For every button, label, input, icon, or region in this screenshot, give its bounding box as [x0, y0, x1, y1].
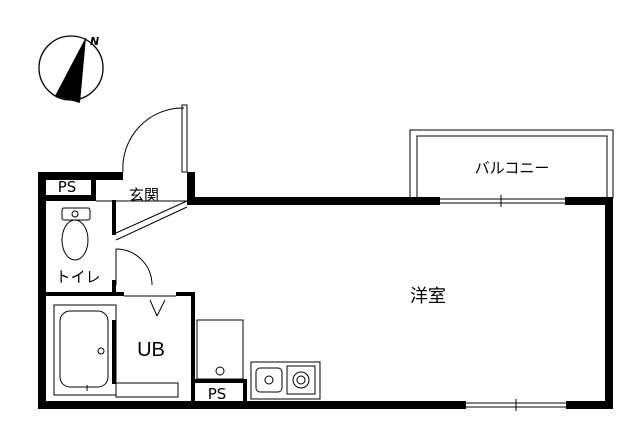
- toilet-icon: [61, 207, 91, 261]
- bathtub-icon: [53, 304, 179, 398]
- toilet-door[interactable]: [115, 248, 153, 286]
- kitchen-counter: [250, 361, 321, 400]
- entrance-door[interactable]: [122, 104, 188, 173]
- laundry-space: [196, 319, 244, 380]
- balcony: バルコニー: [409, 129, 614, 199]
- unit-bath-label: UB: [137, 339, 165, 361]
- window-balcony: [440, 195, 565, 207]
- balcony-label: バルコニー: [475, 159, 550, 177]
- exterior-walls: [38, 172, 613, 409]
- north-label: N: [90, 35, 99, 48]
- toilet-label: トイレ: [55, 268, 100, 286]
- ps-bottom-label: PS: [208, 385, 227, 403]
- entrance-step: [96, 200, 188, 241]
- interior-walls: [38, 180, 247, 405]
- western-room-label: 洋室: [410, 286, 446, 307]
- window-bottom: [466, 399, 566, 411]
- ps-top-label: PS: [58, 178, 77, 196]
- entrance-label: 玄関: [129, 186, 159, 204]
- bath-door[interactable]: [124, 295, 176, 317]
- north-arrow-icon: N: [38, 35, 104, 103]
